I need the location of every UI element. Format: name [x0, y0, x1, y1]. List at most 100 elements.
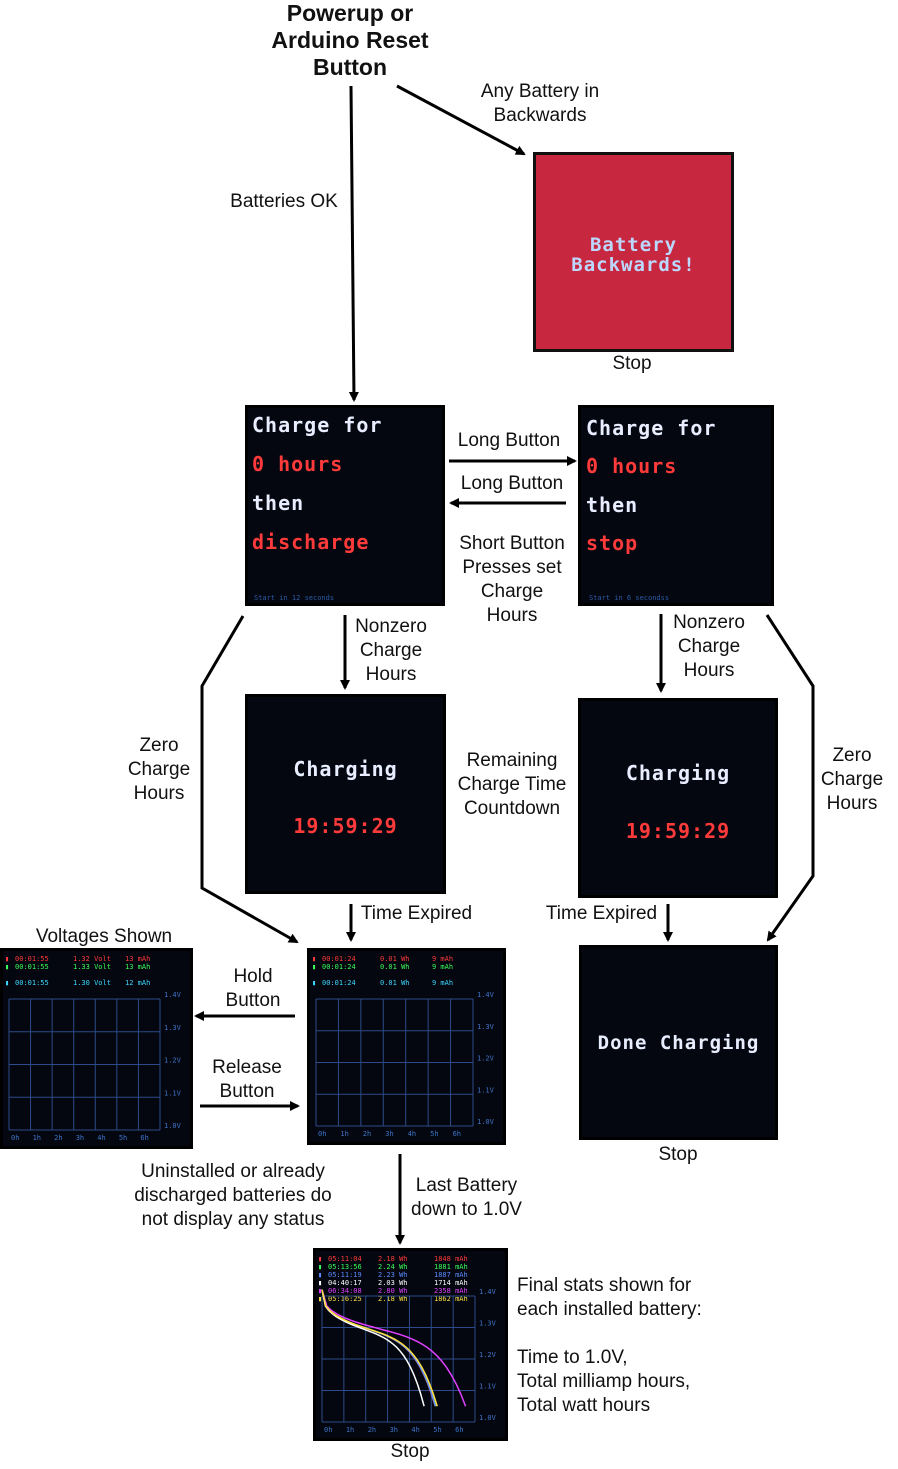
x-tick-label: 4h: [97, 1134, 105, 1142]
stat-time: 00:01:55: [15, 963, 49, 971]
y-tick-label: 1.2V: [477, 1055, 495, 1063]
screen-menu-stop: Charge for 0 hours then stop Start in 6 …: [578, 405, 774, 606]
x-tick-label: 3h: [390, 1426, 398, 1434]
y-tick-label: 1.3V: [479, 1320, 497, 1328]
x-tick-label: 2h: [54, 1134, 62, 1142]
battery-marker: ▮: [318, 1263, 323, 1271]
x-tick-label: 5h: [119, 1134, 127, 1142]
x-tick-label: 2h: [368, 1426, 376, 1434]
label-final-stats: Final stats shown for each installed bat…: [517, 1275, 702, 1416]
stat-time: 00:01:24: [322, 955, 356, 963]
y-tick-label: 1.2V: [479, 1351, 497, 1359]
x-tick-label: 6h: [453, 1130, 461, 1138]
label-last-battery: Last Battery down to 1.0V: [411, 1175, 522, 1220]
label-time-expired-right: Time Expired: [545, 903, 658, 924]
discharge-curve: [321, 1289, 425, 1407]
y-tick-label: 1.2V: [164, 1057, 182, 1065]
stat-time: 00:01:55: [15, 955, 49, 963]
stat-mah: 9 mAh: [432, 963, 454, 971]
y-tick-label: 1.0V: [479, 1414, 497, 1422]
x-tick-label: 0h: [11, 1134, 19, 1142]
stat-time: 05:11:04: [328, 1255, 362, 1263]
screen-charging-left: Charging 19:59:29: [245, 694, 446, 894]
x-tick-label: 1h: [33, 1134, 41, 1142]
backwards-line2: Backwards!: [571, 254, 696, 276]
label-remaining-countdown: Remaining Charge Time Countdown: [457, 750, 567, 819]
stat-time: 05:13:56: [328, 1263, 362, 1271]
label-short-button: Short Button Presses set Charge Hours: [459, 533, 565, 626]
stat-time: 00:01:55: [15, 979, 49, 987]
label-stop-final: Stop: [390, 1441, 430, 1462]
stat-value: 2.03 Wh: [378, 1279, 408, 1287]
x-tick-label: 3h: [385, 1130, 393, 1138]
stat-value: 2.24 Wh: [378, 1263, 408, 1271]
menu-left-then: then: [252, 491, 305, 515]
screen-menu-discharge: Charge for 0 hours then discharge Start …: [245, 405, 445, 606]
screen-final-stats: ▮ 05:11:04 2.18 Wh 1848 mAh ▮ 05:13:56 2.24 Wh…: [313, 1248, 508, 1441]
x-tick-label: 6h: [140, 1134, 148, 1142]
stat-mah: 2358 mAh: [434, 1287, 468, 1295]
label-nonzero-right: Nonzero Charge Hours: [673, 612, 745, 681]
menu-left-footer: Start in 12 seconds: [254, 594, 335, 602]
battery-marker: ▮: [5, 979, 10, 987]
battery-marker: ▮: [312, 955, 317, 963]
menu-left-mode: discharge: [252, 530, 370, 554]
x-tick-label: 1h: [340, 1130, 348, 1138]
x-tick-label: 0h: [318, 1130, 326, 1138]
stat-time: 00:01:24: [322, 963, 356, 971]
screen-battery-backwards: Battery Backwards!: [533, 152, 734, 352]
stat-time: 06:34:08: [328, 1287, 362, 1295]
charging-right-countdown: 19:59:29: [625, 819, 731, 843]
label-batteries-ok: Batteries OK: [230, 191, 338, 212]
charging-left-countdown: 19:59:29: [293, 814, 398, 838]
stat-value: 2.18 Wh: [378, 1295, 408, 1303]
x-tick-label: 5h: [430, 1130, 438, 1138]
stat-value: 2.80 Wh: [378, 1287, 408, 1295]
stat-mah: 9 mAh: [432, 979, 454, 987]
charging-left-label: Charging: [293, 757, 398, 781]
y-tick-label: 1.4V: [477, 991, 495, 999]
label-uninstalled: Uninstalled or already discharged batter…: [134, 1161, 332, 1230]
stat-time: 05:11:19: [328, 1271, 362, 1279]
battery-marker: ▮: [318, 1271, 323, 1279]
stat-value: 1.30 Volt: [73, 979, 111, 987]
y-tick-label: 1.0V: [164, 1122, 182, 1130]
stat-value: 0.01 Wh: [380, 963, 410, 971]
charging-right-label: Charging: [625, 761, 731, 785]
stat-value: 0.01 Wh: [380, 955, 410, 963]
stat-mah: 1862 mAh: [434, 1295, 468, 1303]
arrow-zero-left: [200, 615, 299, 944]
stat-value: 2.23 Wh: [378, 1271, 408, 1279]
stat-mah: 12 mAh: [125, 979, 151, 987]
stat-mah: 1848 mAh: [434, 1255, 468, 1263]
arrow-zero-right: [765, 614, 815, 942]
x-tick-label: 4h: [408, 1130, 416, 1138]
x-tick-label: 6h: [455, 1426, 463, 1434]
x-tick-label: 4h: [411, 1426, 419, 1434]
y-tick-label: 1.1V: [477, 1086, 495, 1094]
screen-energy-graph: ▮ 00:01:24 0.01 Wh 9 mAh ▮ 00:01:24 0.01 Wh 9 m…: [307, 948, 506, 1145]
stat-mah: 13 mAh: [125, 963, 151, 971]
label-release-button: Release Button: [212, 1057, 282, 1102]
menu-right-line1: Charge for: [586, 416, 717, 440]
label-zero-right: Zero Charge Hours: [820, 745, 884, 814]
label-time-expired-left: Time Expired: [360, 903, 473, 924]
y-tick-label: 1.1V: [479, 1383, 497, 1391]
y-tick-label: 1.3V: [164, 1024, 182, 1032]
screen-charging-right: Charging 19:59:29: [578, 698, 778, 898]
battery-marker: ▮: [312, 979, 317, 987]
label-stop-done: Stop: [658, 1144, 698, 1165]
x-tick-label: 0h: [324, 1426, 332, 1434]
label-nonzero-left: Nonzero Charge Hours: [355, 616, 427, 685]
backwards-line1: Battery: [589, 234, 678, 256]
discharge-curve: [321, 1289, 467, 1407]
menu-right-then: then: [586, 493, 639, 517]
battery-marker: ▮: [5, 955, 10, 963]
label-long-button-right: Long Button: [457, 430, 561, 451]
menu-left-hours: 0 hours: [252, 452, 344, 476]
menu-right-hours: 0 hours: [586, 454, 678, 478]
battery-marker: ▮: [312, 963, 317, 971]
stat-value: 0.01 Wh: [380, 979, 410, 987]
stat-mah: 9 mAh: [432, 955, 454, 963]
